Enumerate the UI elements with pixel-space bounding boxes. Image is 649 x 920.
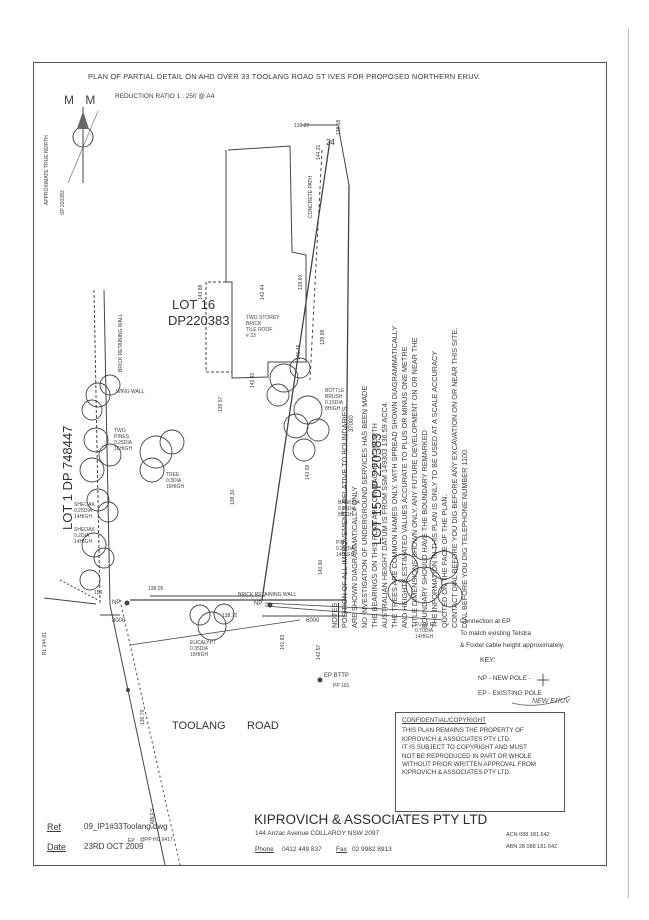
ref-label: Ref: [47, 822, 62, 832]
spot-level: 141.49: [296, 344, 302, 360]
sheet-border: [33, 62, 607, 866]
note-line: DIAL BEFORE YOU DIG TELEPHONE NUMBER 110…: [460, 449, 469, 628]
confidential-line: WITHOUT PRIOR WRITTEN APPROVAL FROM: [402, 761, 536, 769]
np-label: NP: [112, 600, 121, 606]
spot-level: 143.88: [198, 284, 204, 300]
lot-1-label: LOT 1 DP 748447: [60, 425, 75, 530]
np-label-2: NP: [254, 601, 263, 607]
confidential-line: IT IS SUBJECT TO COPYRIGHT AND MUST: [402, 744, 527, 752]
key-new-pole: NP - NEW POLE -: [478, 675, 531, 682]
notes-heading: NOTES: [330, 602, 339, 628]
note-line: THE TREES ARE COMMON NAMES ONLY, WITH SP…: [390, 325, 399, 628]
acn-number: ACN 088 181 642: [506, 832, 550, 838]
spot-level: 138.72: [222, 613, 238, 619]
date-label: Date: [47, 842, 67, 852]
road-name: TOOLANG: [172, 720, 226, 732]
note-line: THE INFORMATION IN THIS PLAN IS ONLY TO …: [430, 350, 439, 628]
rl-left-label: RL 144.81: [42, 632, 48, 655]
wing-wall-label: WING WALL: [116, 389, 145, 395]
spot-level: 142.57: [316, 644, 322, 660]
north-marks: M M: [64, 93, 100, 107]
confidential-line: NOT BE REPRODUCED IN PART OR WHOLE: [402, 752, 532, 760]
ep-left-label-2: @PP HC 6417: [140, 837, 173, 843]
lot-16-dp-label: DP220383: [168, 313, 230, 328]
note-line: THE BEARINGS ON THIS PLAN ARE ON MAGNETI…: [370, 423, 379, 628]
scan-edge-line: [628, 28, 629, 898]
spot-level: 139.27: [294, 123, 310, 129]
key-handwritten-eruv: NEW ERUV: [532, 698, 570, 705]
confidential-heading: CONFIDENTIAL/COPYRIGHT: [402, 717, 486, 724]
concrete-path-label: CONCRETE PATH: [308, 175, 314, 218]
north-arrow-icon: [67, 107, 99, 184]
company-name: KIPROVICH & ASSOCIATES PTY LTD: [254, 812, 488, 827]
key-title: KEY:: [480, 657, 496, 664]
spot-level: 139.57: [218, 396, 224, 412]
spot-level: 138.05: [148, 586, 164, 592]
confidential-box: CONFIDENTIAL/COPYRIGHT THIS PLAN REMAINS…: [395, 712, 565, 812]
dim-6000: 6000: [306, 618, 320, 624]
plan-title: PLAN OF PARTIAL DETAIL ON AHD OVER 33 TO…: [88, 72, 481, 81]
dim-150: 150: [94, 590, 103, 596]
confidential-line: THIS PLAN REMAINS THE PROPERTY OF: [402, 727, 524, 735]
spot-level: 139.60: [298, 274, 304, 290]
note-line: AUSTRALIAN HEIGHT DATUM IS FROM SSM 1493…: [380, 401, 389, 628]
ref-value: 09_IP1#33Toolang.dwg: [84, 822, 168, 831]
connection-note: Connection at EP To match existing Telst…: [460, 618, 565, 649]
brick-wall-label: BRICK RETAINING WALL: [118, 313, 124, 372]
note-line: NO INVESTIGATION OF UNDERGROUND SERVICES…: [360, 385, 369, 628]
spot-level: 141.83: [280, 634, 286, 650]
confidential-line: KIPROVICH & ASSOCIATES PTY LTD.: [402, 769, 511, 777]
phone-label: Phone: [255, 846, 274, 853]
note-line: QUOTED ON THE FACE OF THE PLAN.: [440, 494, 449, 628]
spot-level: 138.58: [336, 119, 342, 135]
date-value: 23RD OCT 2009: [84, 842, 144, 851]
spot-level: 139.98: [320, 329, 326, 345]
plan-notes: NOTES POSITION OF ALL IMPROVEMENTS RELAT…: [330, 228, 470, 628]
note-line: AND HEIGHTS ESTIMATED VALUES ACCURATE TO…: [400, 346, 409, 628]
twenty-four-label: 24: [326, 138, 335, 147]
spot-level: 143.59: [305, 464, 311, 480]
spot-level: 136.79: [140, 709, 146, 725]
note-line: CONTACT DIAL BEFORE YOU DIG BEFORE ANY E…: [450, 327, 459, 628]
note-line: ARE SHOWN DIAGRAMMATICALLY ONLY: [350, 486, 359, 628]
ep-bttp-label: EP BTTP: [324, 673, 349, 679]
brick-wall-label-2: BRICK RETAINING WALL: [238, 592, 297, 598]
spot-level: 138.30: [230, 489, 236, 505]
dim-8000: 8000: [112, 618, 126, 624]
spot-level: 140.90: [318, 559, 324, 575]
ep-bttp-number: PP 101: [333, 683, 350, 689]
lot-16-label: LOT 16: [172, 297, 216, 312]
fax-value: 02 9982 8913: [352, 846, 392, 853]
key-existing-pole: EP - EXISTING POLE: [478, 690, 542, 697]
reduction-ratio: REDUCTION RATIO 1 : 250 @ A4: [115, 93, 215, 100]
spot-level: 144.31: [316, 144, 322, 160]
note-line: POSITION OF ALL IMPROVEMENTS RELATIVE TO…: [340, 406, 349, 628]
fax-label: Fax: [336, 846, 347, 853]
spot-level: 142.44: [260, 284, 266, 300]
abn-number: ABN 28 088 181 642: [506, 844, 558, 850]
company-address: 144 Anzac Avenue COLLAROY NSW 2097: [255, 830, 380, 837]
note-line: BOUNDARY SHOULD HAVE THE BOUNDARY REMARK…: [420, 430, 429, 628]
confidential-line: KIPROVICH & ASSOCIATES PTY LTD.: [402, 735, 511, 743]
phone-value: 0412 449 837: [282, 846, 322, 853]
spot-level: 142.45: [250, 372, 256, 388]
road-word: ROAD: [247, 720, 279, 732]
note-line: TITLE DIMENSIONS SHOWN ONLY. ANY FUTURE …: [410, 337, 419, 628]
ep-left-label: EP: [128, 838, 135, 844]
